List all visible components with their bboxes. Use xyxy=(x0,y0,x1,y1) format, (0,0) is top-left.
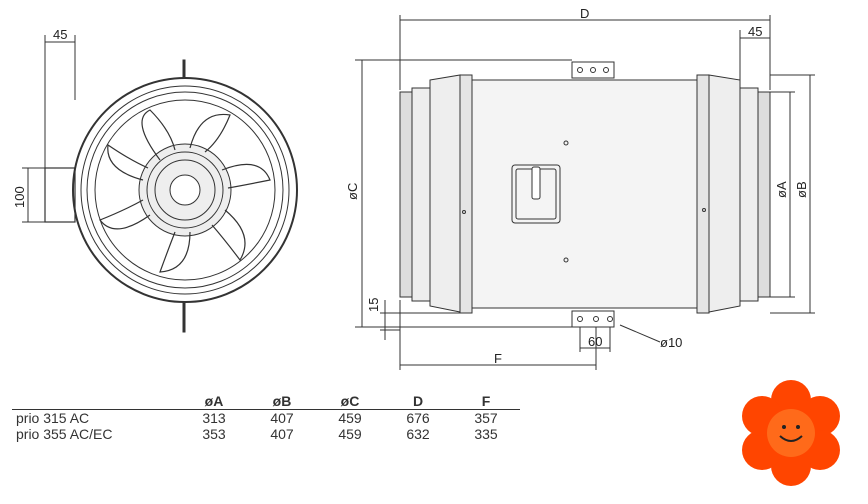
dim-f: F xyxy=(494,351,502,366)
table-cell: 459 xyxy=(338,410,362,426)
dim-diameter-a: øA xyxy=(774,181,789,198)
table-cell: 632 xyxy=(406,426,430,442)
dim-hole-spacing: 60 xyxy=(588,334,602,349)
dimensions-table: øA øB øC D F prio 315 AC 313 407 459 676… xyxy=(12,392,520,442)
dim-length-d: D xyxy=(580,6,589,21)
table-cell: 353 xyxy=(202,426,226,442)
dim-collar: 45 xyxy=(748,24,762,39)
header-cell: øC xyxy=(316,392,384,410)
fan-blades xyxy=(99,109,271,273)
table-cell: 313 xyxy=(202,410,226,426)
table-cell: 459 xyxy=(338,426,362,442)
model-name: prio 355 AC/EC xyxy=(16,426,113,442)
table-row: prio 355 AC/EC 353 407 459 632 335 xyxy=(12,426,520,442)
dim-hole: ø10 xyxy=(660,335,682,350)
model-name: prio 315 AC xyxy=(16,410,90,426)
table-cell: 407 xyxy=(270,410,294,426)
table-cell: 357 xyxy=(474,410,498,426)
smiley-flower-icon xyxy=(742,380,840,486)
dim-diameter-b: øB xyxy=(794,181,809,198)
header-cell: D xyxy=(384,392,452,410)
table-cell: 676 xyxy=(406,410,430,426)
dim-diameter-c: øC xyxy=(345,183,360,200)
side-view xyxy=(355,15,815,370)
dim-box-height: 100 xyxy=(12,186,27,208)
dim-foot: 15 xyxy=(366,298,381,312)
table-header: øA øB øC D F xyxy=(12,392,520,410)
dim-tab-width: 45 xyxy=(53,27,67,42)
front-view xyxy=(22,35,298,333)
header-cell: F xyxy=(452,392,520,410)
table-cell: 407 xyxy=(270,426,294,442)
table-cell: 335 xyxy=(474,426,498,442)
header-cell xyxy=(12,392,180,410)
table-row: prio 315 AC 313 407 459 676 357 xyxy=(12,410,520,426)
header-cell: øB xyxy=(248,392,316,410)
header-cell: øA xyxy=(180,392,248,410)
